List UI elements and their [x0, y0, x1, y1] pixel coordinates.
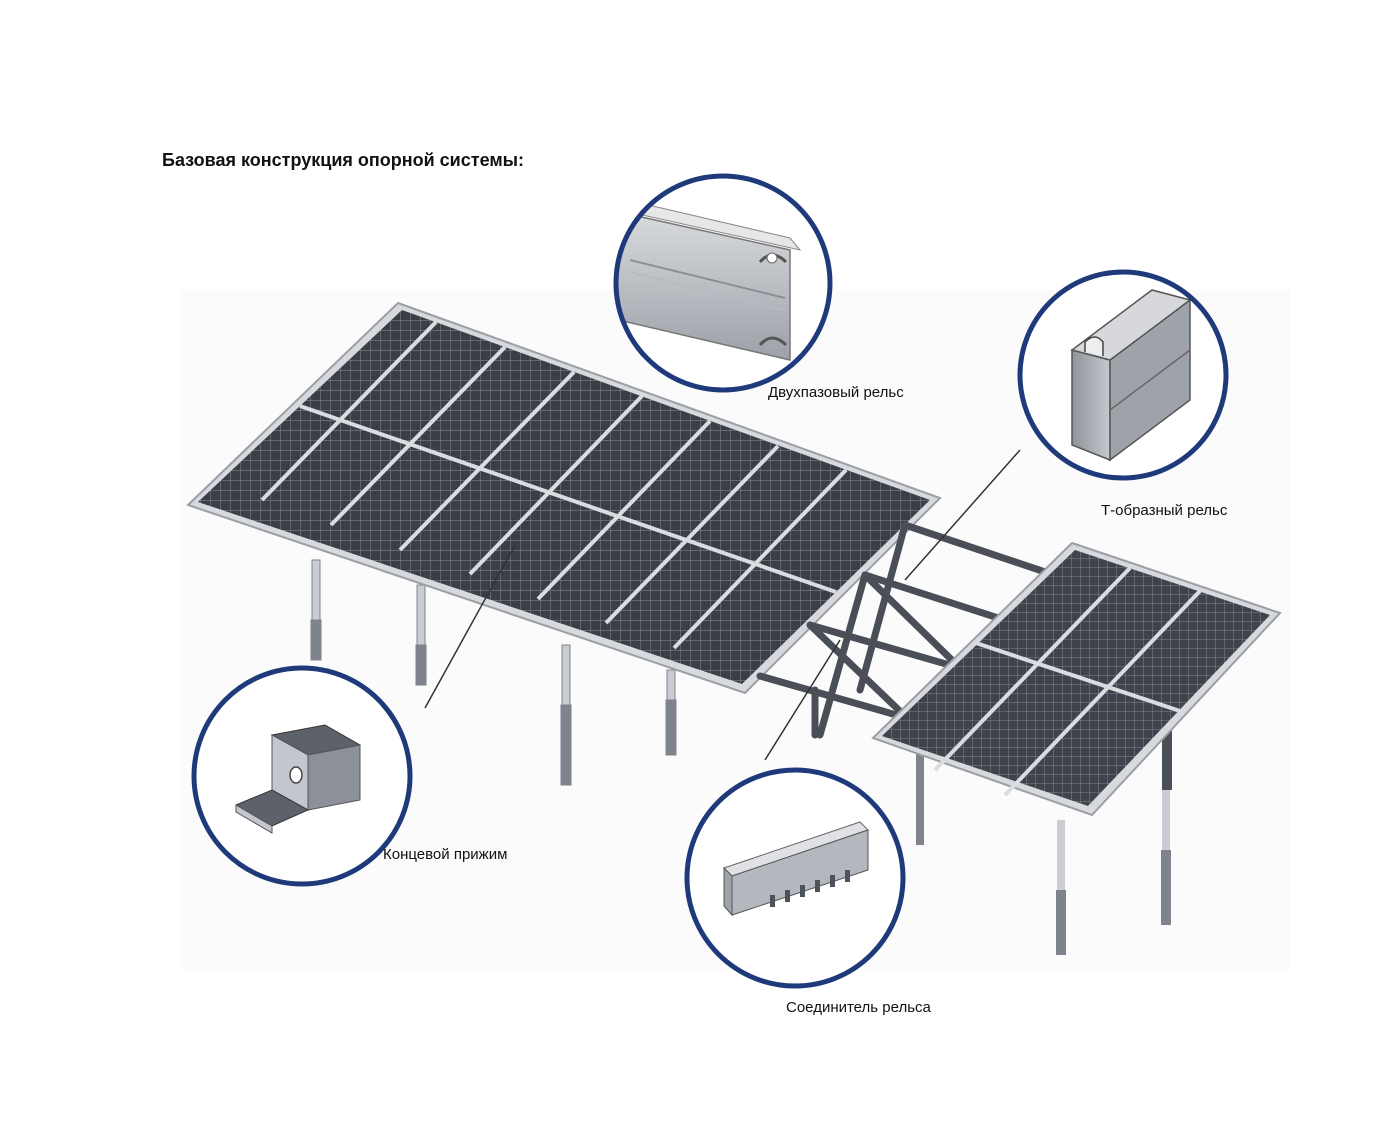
t-rail-icon	[1070, 289, 1192, 462]
two-slot-rail-callout	[613, 173, 833, 393]
end-clamp-icon	[234, 724, 362, 834]
left-array-posts	[310, 559, 677, 786]
t-rail-label: Т-образный рельс	[1101, 502, 1228, 519]
end-clamp-callout	[191, 665, 413, 887]
right-array-posts	[916, 720, 1172, 955]
end-clamp-label: Концевой прижим	[383, 846, 508, 863]
right-array-gaps	[933, 566, 1202, 797]
rail-connector-label: Соединитель рельса	[786, 999, 931, 1016]
right-array	[871, 541, 1282, 955]
diagram-title: Базовая конструкция опорной системы:	[162, 150, 525, 170]
left-array	[186, 301, 942, 786]
t-rail-callout	[1017, 269, 1229, 481]
rail-connector-callout	[684, 767, 906, 989]
left-array-gaps	[260, 320, 848, 650]
leader-lines	[424, 449, 1021, 761]
rail-connector-icon	[723, 821, 869, 917]
two-slot-rail-label: Двухпазовый рельс	[768, 384, 904, 401]
